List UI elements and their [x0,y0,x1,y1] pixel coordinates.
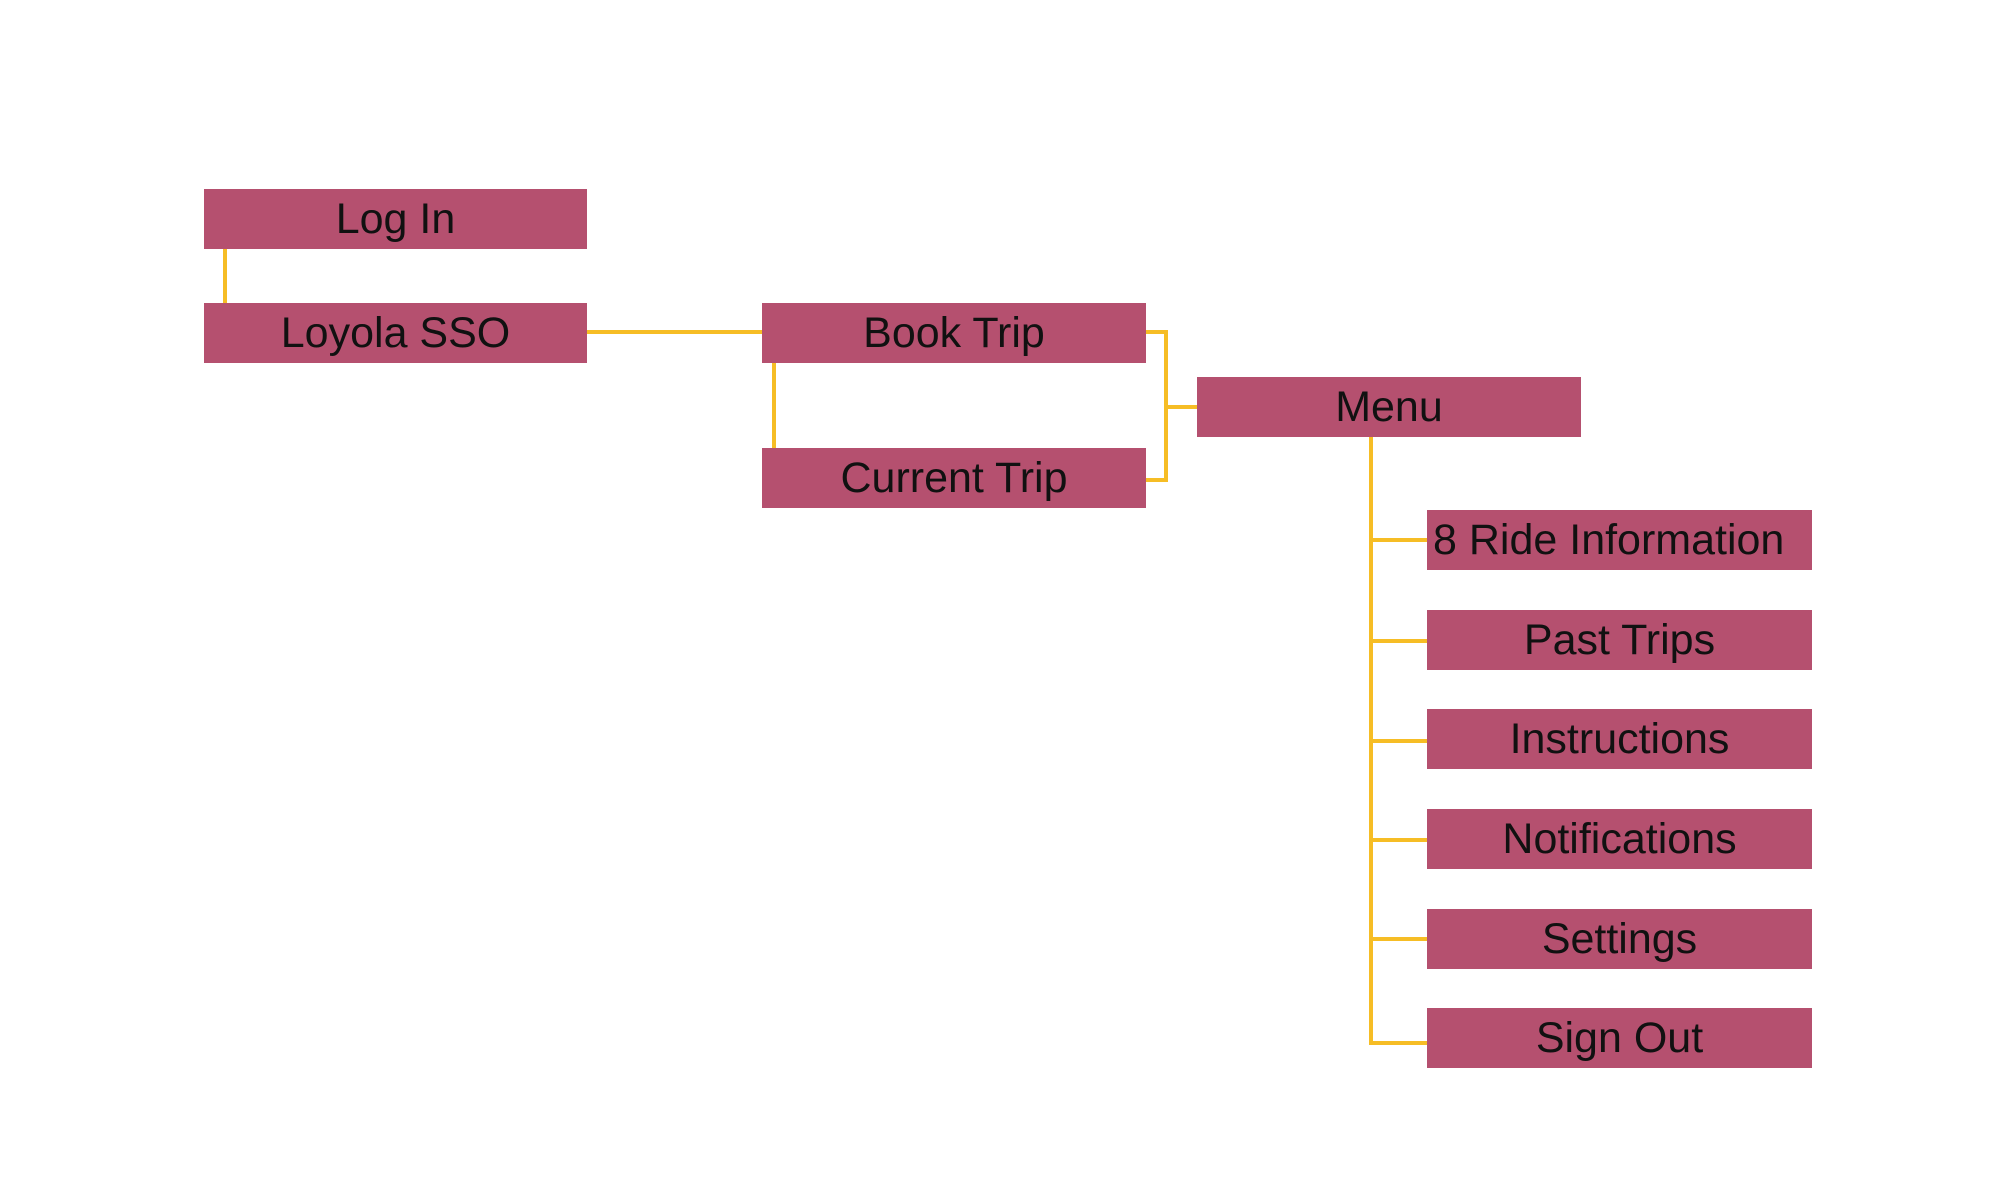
node-past-trips-label: Past Trips [1523,615,1716,664]
node-past-trips: Past Trips [1427,610,1812,670]
node-settings-label: Settings [1541,914,1698,963]
node-sign-out: Sign Out [1427,1008,1812,1068]
node-current-trip: Current Trip [762,448,1146,508]
node-menu: Menu [1197,377,1581,437]
node-book-trip-label: Book Trip [863,308,1045,357]
node-notifications: Notifications [1427,809,1812,869]
node-menu-label: Menu [1335,382,1443,431]
node-current-trip-label: Current Trip [840,453,1068,502]
node-book-trip: Book Trip [762,303,1146,363]
node-log-in: Log In [204,189,587,249]
node-loyola-sso: Loyola SSO [204,303,587,363]
node-instructions: Instructions [1427,709,1812,769]
connector-book-trip-to-menu [1144,330,1199,409]
node-log-in-label: Log In [335,194,456,243]
node-sign-out-label: Sign Out [1535,1013,1704,1062]
node-settings: Settings [1427,909,1812,969]
node-ride-information-label: 8 Ride Information [1433,515,1785,564]
node-instructions-label: Instructions [1509,714,1730,763]
node-ride-information: 8 Ride Information [1427,510,1812,570]
node-loyola-sso-label: Loyola SSO [280,308,511,357]
node-notifications-label: Notifications [1502,814,1737,863]
connector-current-trip-to-menu [1144,405,1168,482]
